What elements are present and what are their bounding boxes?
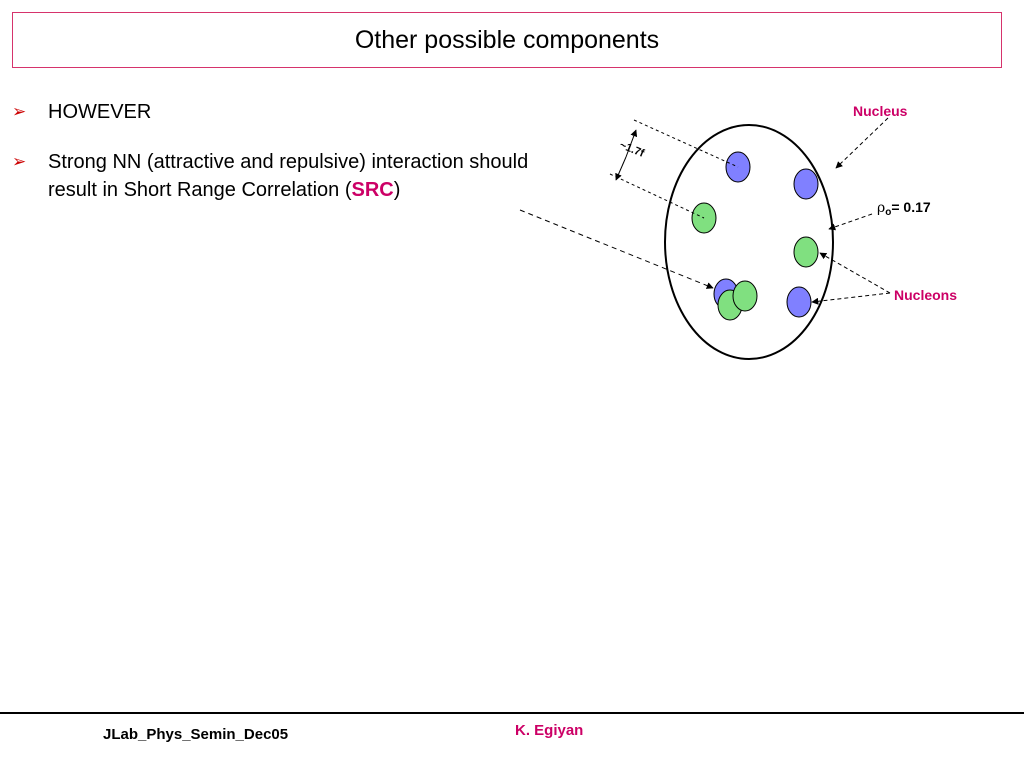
nucleons-label: Nucleons: [894, 287, 957, 303]
proton-circle: [786, 286, 812, 318]
bullet-text-main: Strong NN (attractive and repulsive) int…: [48, 151, 529, 201]
bullet-text-close: ): [393, 179, 401, 201]
spacing-arrow: [615, 156, 627, 181]
footer-author: K. Egiyan: [515, 722, 584, 739]
proton-circle: [793, 168, 819, 200]
spacing-guide-line: [609, 173, 705, 219]
src-highlight: SRC: [351, 179, 394, 201]
arrow-bullet-icon: ➢: [12, 102, 27, 122]
bullet-item: ➢ HOWEVER: [12, 98, 532, 126]
spacing-arrow: [625, 129, 638, 158]
density-value: = 0.17: [891, 199, 931, 215]
src-pointer-arrow: [519, 209, 714, 289]
bullet-text: Strong NN (attractive and repulsive) int…: [48, 148, 532, 204]
density-pointer-arrow: [828, 213, 873, 231]
spacing-guide-line: [633, 119, 739, 168]
footer-left-text: JLab_Phys_Semin_Dec05: [103, 726, 289, 743]
rho-subscript: o: [885, 207, 891, 218]
nucleus-pointer-arrow: [835, 117, 889, 169]
title-box: Other possible components: [12, 12, 1002, 68]
bullet-text: HOWEVER: [48, 101, 152, 123]
bullet-list: ➢ HOWEVER ➢ Strong NN (attractive and re…: [12, 98, 532, 226]
nucleons-pointer-arrow: [811, 292, 891, 305]
density-label: ρo= 0.17: [877, 199, 931, 218]
nucleus-ellipse: [664, 124, 834, 360]
neutron-circle: [793, 236, 819, 268]
arrow-bullet-icon: ➢: [12, 152, 27, 172]
spacing-label: ~1.7f: [618, 139, 646, 160]
nucleus-label: Nucleus: [853, 103, 908, 119]
footer-divider: [0, 712, 1024, 714]
neutron-circle: [732, 280, 758, 312]
bullet-item: ➢ Strong NN (attractive and repulsive) i…: [12, 148, 532, 204]
slide-title: Other possible components: [354, 25, 660, 54]
rho-symbol: ρ: [877, 200, 885, 216]
